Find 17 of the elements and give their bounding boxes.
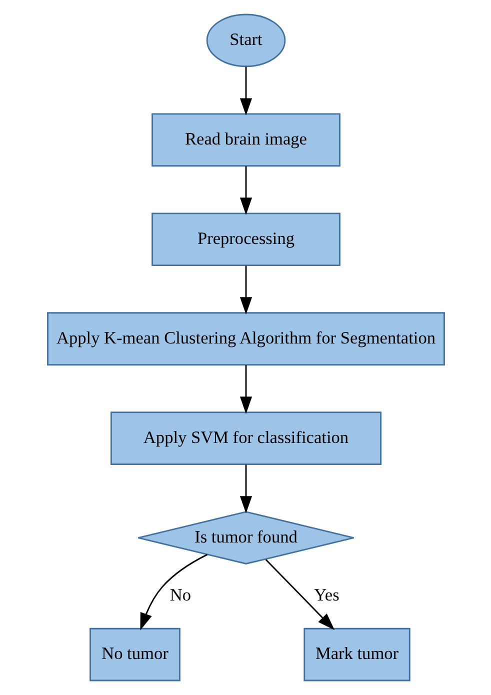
arrow <box>239 166 252 215</box>
edge-label: Yes <box>314 586 339 605</box>
node-box: Apply K-mean Clustering Algorithm for Segmentation <box>46 312 444 366</box>
arrow <box>239 66 252 116</box>
node-box: No tumor <box>89 628 180 682</box>
node-box: Preprocessing <box>151 212 340 266</box>
arrow <box>239 266 252 314</box>
node-box: Apply SVM for classification <box>110 412 382 465</box>
node-diamond: Is tumor found <box>137 511 354 564</box>
arrow <box>239 464 252 514</box>
arrow <box>264 559 334 630</box>
edge-label: No <box>169 586 190 605</box>
arrow <box>140 554 208 630</box>
node-box: Mark tumor <box>303 628 410 682</box>
node-ellipse: Start <box>206 14 286 68</box>
node-box: Read brain image <box>151 113 340 167</box>
arrow <box>239 365 252 414</box>
